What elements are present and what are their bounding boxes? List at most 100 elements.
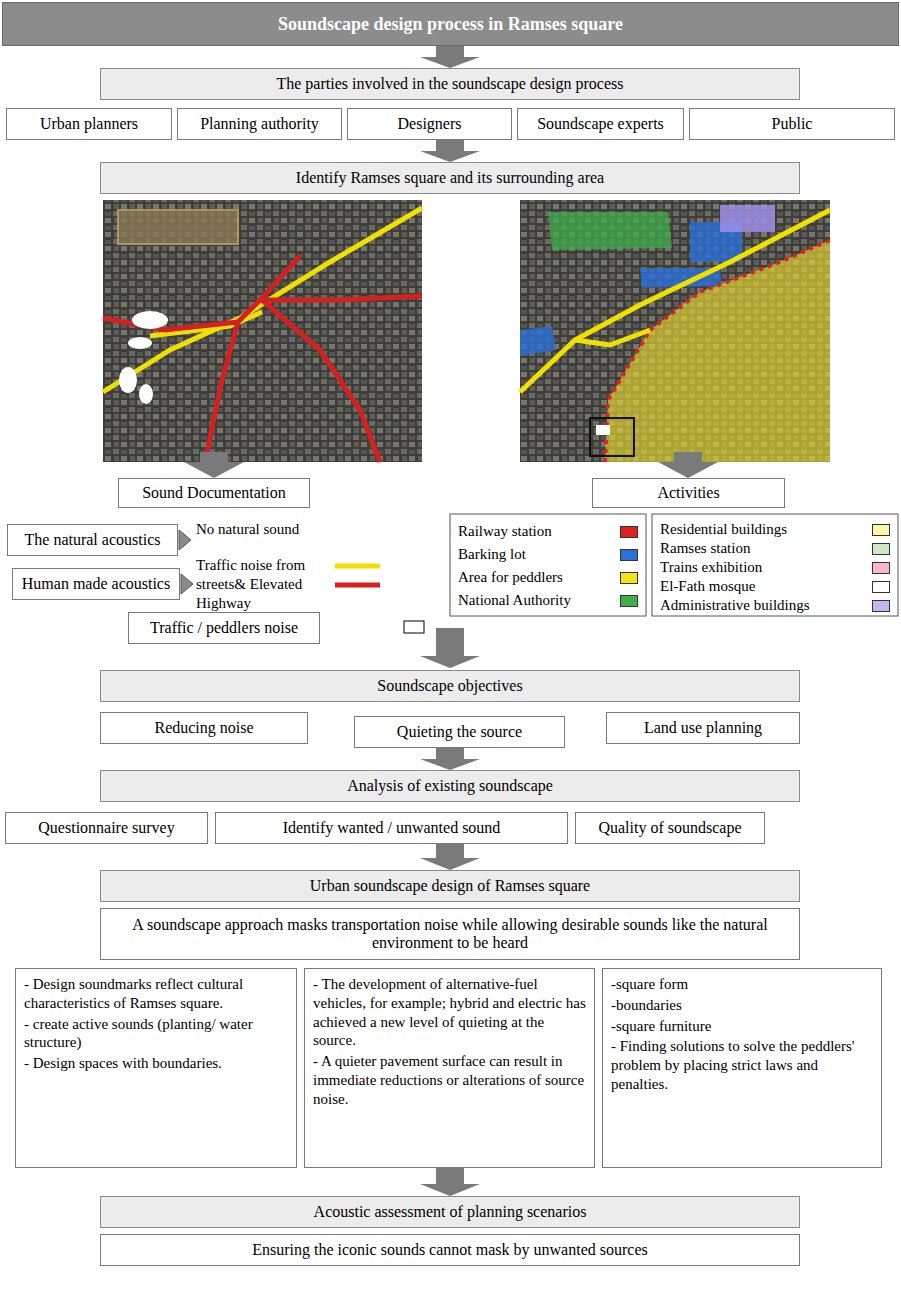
left-map bbox=[103, 208, 422, 392]
node-text: Activities bbox=[657, 484, 719, 502]
line-sample bbox=[335, 564, 380, 569]
node-text: Urban planners bbox=[40, 115, 138, 133]
legend-swatch bbox=[620, 526, 638, 538]
party-box: Soundscape experts bbox=[517, 108, 684, 140]
legend-text: Railway station bbox=[458, 522, 552, 541]
measure-box: -square form -boundaries -square furniture… bbox=[602, 968, 882, 1168]
pointer-chevron bbox=[181, 574, 193, 594]
left-map bbox=[139, 384, 153, 404]
category-box: The natural acoustics bbox=[7, 524, 178, 556]
node-text: A soundscape approach masks transportati… bbox=[109, 916, 791, 952]
right-map bbox=[575, 330, 650, 345]
category-box: Human made acoustics bbox=[12, 568, 180, 600]
map-caption-box: Activities bbox=[592, 478, 785, 508]
legend-swatch bbox=[872, 524, 890, 536]
legend-swatch bbox=[872, 543, 890, 555]
node-text: Acoustic assessment of planning scenario… bbox=[314, 1203, 587, 1221]
section-box: Soundscape objectives bbox=[100, 670, 800, 702]
section-box: Analysis of existing soundscape bbox=[100, 770, 800, 802]
legend-swatch bbox=[620, 549, 638, 561]
left-map bbox=[128, 337, 152, 349]
node-text: Quieting the source bbox=[397, 723, 522, 741]
party-box: Designers bbox=[347, 108, 512, 140]
node-text: Designers bbox=[398, 115, 462, 133]
statement-box: A soundscape approach masks transportati… bbox=[100, 908, 800, 960]
left-map bbox=[103, 200, 422, 462]
right-map bbox=[720, 205, 775, 232]
analysis-box: Questionnaire survey bbox=[5, 812, 208, 844]
node-text: Public bbox=[772, 115, 813, 133]
left-map bbox=[205, 322, 238, 462]
node-text: - create active sounds (planting/ water … bbox=[24, 1015, 288, 1053]
node-text: - The development of alternative-fuel ve… bbox=[313, 975, 586, 1050]
node-text: Land use planning bbox=[644, 719, 762, 737]
analysis-box: Quality of soundscape bbox=[575, 812, 765, 844]
pointer-chevron bbox=[179, 530, 193, 594]
flow-arrow bbox=[420, 46, 480, 68]
block-arrow bbox=[658, 452, 718, 478]
legend-swatch bbox=[872, 581, 890, 593]
note-label: No natural sound bbox=[196, 520, 396, 539]
block-arrow bbox=[184, 452, 244, 478]
node-text: -square furniture bbox=[611, 1017, 873, 1036]
section-box: The parties involved in the soundscape d… bbox=[100, 68, 800, 100]
node-text: Soundscape objectives bbox=[377, 677, 522, 695]
left-map bbox=[262, 296, 422, 300]
node-text: Reducing noise bbox=[154, 719, 253, 737]
flow-arrow bbox=[420, 1168, 480, 1196]
line-sample bbox=[335, 583, 380, 588]
legend-text: Ramses station bbox=[660, 539, 750, 558]
node-text: Questionnaire survey bbox=[38, 819, 174, 837]
party-box: Urban planners bbox=[6, 108, 172, 140]
node-text: Quality of soundscape bbox=[598, 819, 741, 837]
category-box: Traffic / peddlers noise bbox=[128, 612, 320, 644]
legend-panel bbox=[450, 514, 898, 616]
node-text: Planning authority bbox=[200, 115, 319, 133]
flow-arrow bbox=[420, 748, 480, 770]
pointer-chevron bbox=[179, 530, 191, 550]
legend-swatch bbox=[620, 595, 638, 607]
node-text: Ensuring the iconic sounds cannot mask b… bbox=[252, 1241, 647, 1259]
right-map bbox=[520, 200, 830, 462]
node-text: Human made acoustics bbox=[22, 575, 170, 593]
title-band: Soundscape design process in Ramses squa… bbox=[2, 2, 899, 46]
right-map bbox=[590, 418, 634, 456]
objective-box: Reducing noise bbox=[100, 712, 308, 744]
legend-panel bbox=[652, 514, 898, 616]
node-text: Sound Documentation bbox=[142, 484, 286, 502]
legend-text: Administrative buildings bbox=[660, 596, 810, 615]
node-text: Soundscape experts bbox=[537, 115, 664, 133]
left-map bbox=[103, 200, 422, 462]
right-map bbox=[548, 212, 672, 250]
right-map bbox=[605, 240, 830, 462]
node-text: -boundaries bbox=[611, 996, 873, 1015]
note-label: Traffic noise from streets& Elevated Hig… bbox=[196, 556, 331, 613]
line-sample bbox=[335, 566, 380, 585]
node-text: Analysis of existing soundscape bbox=[347, 777, 553, 795]
right-map bbox=[520, 200, 830, 462]
legend-text: National Authority bbox=[458, 591, 571, 610]
node-text: Identify wanted / unwanted sound bbox=[283, 819, 501, 837]
node-text: - Design soundmarks reflect cultural cha… bbox=[24, 975, 288, 1013]
node-text: The natural acoustics bbox=[25, 531, 161, 549]
left-map bbox=[119, 367, 137, 393]
right-map bbox=[520, 210, 830, 392]
node-text: -square form bbox=[611, 975, 873, 994]
flow-arrow bbox=[420, 140, 480, 162]
right-map bbox=[605, 240, 830, 462]
node-text: Urban soundscape design of Ramses square bbox=[310, 877, 590, 895]
right-map bbox=[596, 425, 610, 435]
legend-swatch bbox=[872, 562, 890, 574]
left-map bbox=[118, 210, 238, 244]
node-text: Traffic / peddlers noise bbox=[150, 619, 298, 637]
flow-arrow bbox=[420, 844, 480, 870]
left-map bbox=[132, 311, 168, 329]
node-text: The parties involved in the soundscape d… bbox=[276, 75, 623, 93]
section-box: Urban soundscape design of Ramses square bbox=[100, 870, 800, 902]
map-caption-box: Sound Documentation bbox=[118, 478, 310, 508]
legend-text: El-Fath mosque bbox=[660, 577, 755, 596]
node-text: Soundscape design process in Ramses squa… bbox=[278, 14, 623, 35]
party-box: Public bbox=[689, 108, 895, 140]
